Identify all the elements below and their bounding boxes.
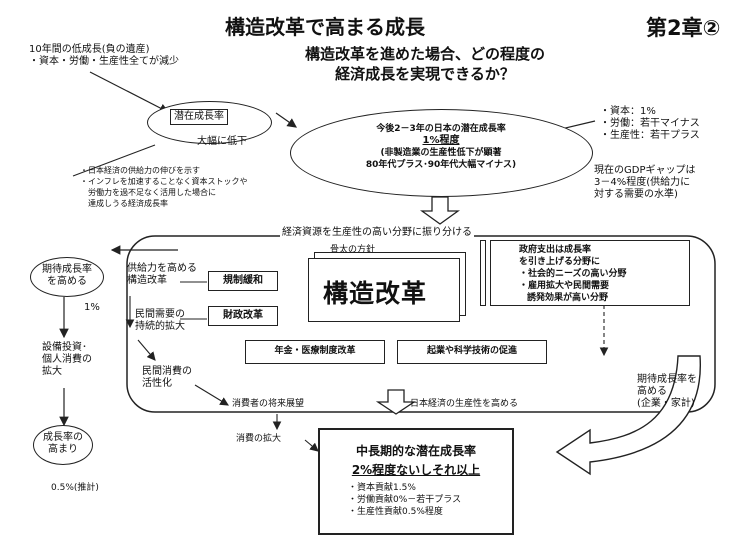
private-consumption: 民間消費の 活性化 (142, 366, 192, 390)
potential-growth-drop: 大幅に低下 (197, 136, 247, 147)
chapter-label: 第2章② (646, 16, 721, 40)
forecast-line4: 80年代プラス･90年代大幅マイナス) (365, 160, 517, 170)
definition-line3: 労働力を過不足なく活用した場合に (80, 188, 216, 197)
growth-factors: ・資本：1% ・労働：若干マイナス ・生産性：若干プラス (600, 106, 700, 142)
forecast-text: 今後2－3年の日本の潜在成長率 1%程度 (非製造業の生産性低下が顕著 80年代… (296, 123, 586, 171)
growth-increase-ellipse: 成長率の 高まり (33, 425, 93, 465)
productivity-label: 日本経済の生産性を高める (410, 399, 519, 409)
factor-labor: ・労働：若干マイナス (600, 118, 700, 129)
private-demand-line2: 持続的拡大 (135, 321, 185, 332)
definition-line2: ・インフレを加速することなく資本ストックや (80, 177, 248, 186)
estimate-label: 0.5%(推計) (51, 483, 99, 493)
gov-line5: 誘発効果が高い分野 (527, 293, 609, 303)
potential-growth-label: 潜在成長率 (170, 109, 228, 125)
structural-reform-label: 構造改革 (323, 279, 428, 308)
gov-line4: ・雇用拡大や民間需要 (519, 281, 610, 291)
main-question: 構造改革を進めた場合、どの程度の 経済成長を実現できるか？ (260, 44, 590, 84)
gdp-gap-line2: 3－4%程度(供給力に (594, 177, 691, 188)
result-line2: 2%程度ないしそれ以上 (351, 463, 481, 477)
expect-right-line1: 期待成長率を (637, 374, 697, 385)
supply-reform: 供給力を高める 構造改革 (127, 263, 197, 287)
gov-line2: を引き上げる分野に (519, 257, 601, 267)
one-percent-label: 1% (84, 302, 100, 313)
result-line3: ・資本貢献1.5% (348, 483, 416, 493)
question-line1: 構造改革を進めた場合、どの程度の (304, 45, 545, 63)
private-demand: 民間需要の 持続的拡大 (135, 309, 185, 333)
structural-reform-box (308, 258, 460, 322)
investment-consumption: 設備投資･ 個人消費の 拡大 (42, 342, 92, 378)
legacy-line2: ・資本・労働・生産性全てが減少 (29, 56, 179, 67)
growth-up-line1: 成長率の (43, 432, 83, 443)
potential-definition: ・日本経済の供給力の伸びを示す ・インフレを加速することなく資本ストックや 労働… (80, 165, 248, 209)
forecast-line2: 1%程度 (422, 135, 460, 146)
invest-line3: 拡大 (42, 366, 62, 377)
result-line5: ・生産性貢献0.5%程度 (348, 507, 443, 517)
down-arrow-top (419, 196, 461, 225)
definition-line4: 達成しうる経済成長率 (80, 199, 168, 208)
gov-box-edge (480, 240, 486, 306)
legacy-line1: 10年間の低成長(負の遺産) (29, 44, 150, 55)
expect-left-line2: を高める (47, 276, 87, 287)
invest-line2: 個人消費の (42, 354, 92, 365)
supply-line1: 供給力を高める (127, 263, 197, 274)
forecast-ellipse (290, 109, 593, 197)
gdp-gap-line3: 対する需要の水準) (594, 189, 678, 200)
expect-growth-left-ellipse: 期待成長率 を高める (30, 257, 104, 297)
forecast-line1: 今後2－3年の日本の潜在成長率 (376, 124, 506, 134)
down-arrow-middle (375, 389, 417, 415)
page-title: 構造改革で高まる成長 (225, 15, 425, 39)
consumption-expansion-label: 消費の拡大 (236, 434, 282, 444)
gdp-gap-note: 現在のGDPギャップは 3－4%程度(供給力に 対する需要の水準) (594, 165, 695, 201)
question-line2: 経済成長を実現できるか？ (335, 65, 515, 83)
result-line4: ・労働貢献0%－若干プラス (348, 495, 462, 505)
invest-line1: 設備投資･ (42, 342, 87, 353)
consumption-line1: 民間消費の (142, 366, 192, 377)
government-spending-box: 政府支出は成長率 を引き上げる分野に ・社会的ニーズの高い分野 ・雇用拡大や民間… (490, 240, 690, 306)
consumption-line2: 活性化 (142, 378, 172, 389)
gov-line1: 政府支出は成長率 (519, 245, 592, 255)
expect-right-line3: (企業・家計) (637, 398, 695, 409)
reallocation-label: 経済資源を生産性の高い分野に振り分ける (280, 227, 474, 239)
factor-capital: ・資本：1% (600, 106, 656, 117)
consumer-outlook-label: 消費者の将来展望 (232, 399, 305, 409)
legacy-note: 10年間の低成長(負の遺産) ・資本・労働・生産性全てが減少 (29, 44, 179, 68)
result-line1: 中長期的な潜在成長率 (355, 444, 476, 458)
gdp-gap-line1: 現在のGDPギャップは (594, 165, 696, 176)
forecast-line3: (非製造業の生産性低下が顕著 (380, 148, 502, 158)
expect-left-line1: 期待成長率 (42, 264, 92, 275)
fiscal-reform-box: 財政改革 (208, 306, 278, 326)
result-box: 中長期的な潜在成長率 2%程度ないしそれ以上 ・資本貢献1.5% ・労働貢献0%… (318, 428, 514, 535)
honebuto-label: 骨太の方針 (330, 245, 376, 255)
venture-promotion-box: 起業や科学技術の促進 (397, 340, 547, 364)
expect-growth-right: 期待成長率を 高める (企業・家計) (637, 374, 697, 410)
deregulation-box: 規制緩和 (208, 271, 278, 291)
supply-line2: 構造改革 (127, 275, 167, 286)
private-demand-line1: 民間需要の (135, 309, 185, 320)
expect-right-line2: 高める (637, 386, 667, 397)
growth-up-line2: 高まり (48, 444, 78, 455)
gov-line3: ・社会的ニーズの高い分野 (519, 269, 627, 279)
pension-reform-box: 年金・医療制度改革 (245, 340, 385, 364)
factor-productivity: ・生産性：若干プラス (600, 130, 700, 141)
curved-arrow-right (555, 355, 701, 476)
definition-line1: ・日本経済の供給力の伸びを示す (80, 166, 200, 175)
